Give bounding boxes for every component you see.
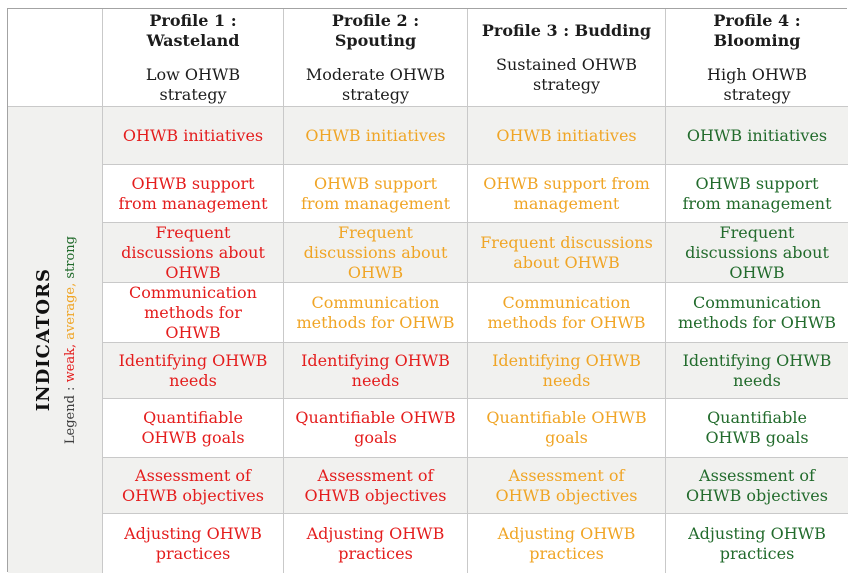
indicator-cell: Assessment of OHWB objectives <box>666 458 848 514</box>
profile-title: Profile 1 : Wasteland <box>146 10 240 50</box>
indicator-cell: Frequent discussions about OHWB <box>284 223 468 283</box>
indicator-cell: Assessment of OHWB objectives <box>103 458 284 514</box>
profile-title: Profile 2 : Spouting <box>331 10 420 50</box>
indicator-cell: Communication methods for OHWB <box>103 283 284 343</box>
profiles-table: INDICATORS Legend : weak, average, stron… <box>7 8 848 573</box>
indicator-cell: Communication methods for OHWB <box>284 283 468 343</box>
profile-title: Profile 4 : Blooming <box>713 10 801 50</box>
indicator-cell: Adjusting OHWB practices <box>284 514 468 573</box>
indicator-cell: Quantifiable OHWB goals <box>666 399 848 458</box>
indicator-cell: Frequent discussions about OHWB <box>666 223 848 283</box>
indicators-title: INDICATORS <box>32 268 54 412</box>
indicator-cell: Frequent discussions about OHWB <box>468 223 666 283</box>
indicator-cell: Identifying OHWB needs <box>103 343 284 399</box>
indicator-cell: Quantifiable OHWB goals <box>284 399 468 458</box>
indicator-cell: Identifying OHWB needs <box>284 343 468 399</box>
indicator-cell: OHWB support from management <box>666 165 848 223</box>
indicator-cell: OHWB support from management <box>103 165 284 223</box>
legend-item-average: average, <box>62 282 78 340</box>
profile-subtitle: High OHWB strategy <box>707 64 807 104</box>
indicators-axis-cell: INDICATORS Legend : weak, average, stron… <box>8 107 103 573</box>
indicator-cell: Assessment of OHWB objectives <box>284 458 468 514</box>
indicator-cell: Quantifiable OHWB goals <box>103 399 284 458</box>
indicator-cell: Identifying OHWB needs <box>468 343 666 399</box>
indicator-cell: Adjusting OHWB practices <box>103 514 284 573</box>
indicator-cell: Identifying OHWB needs <box>666 343 848 399</box>
profile-subtitle: Moderate OHWB strategy <box>305 64 446 104</box>
indicator-cell: OHWB initiatives <box>666 107 848 165</box>
indicator-cell: OHWB support from management <box>284 165 468 223</box>
indicator-cell: OHWB initiatives <box>103 107 284 165</box>
legend-label: Legend : <box>62 386 78 445</box>
indicator-cell: Communication methods for OHWB <box>468 283 666 343</box>
indicator-cell: Assessment of OHWB objectives <box>468 458 666 514</box>
profile-title: Profile 3 : Budding <box>481 20 652 40</box>
legend-item-strong: strong <box>62 235 78 279</box>
indicator-cell: Quantifiable OHWB goals <box>468 399 666 458</box>
legend: Legend : weak, average, strong <box>63 236 78 444</box>
legend-item-weak: weak, <box>62 343 78 383</box>
indicator-cell: Communication methods for OHWB <box>666 283 848 343</box>
corner-cell <box>8 9 103 107</box>
profile-subtitle: Sustained OHWB strategy <box>496 54 637 94</box>
indicator-cell: Frequent discussions about OHWB <box>103 223 284 283</box>
legend-items: weak, average, strong <box>63 236 78 387</box>
indicator-cell: OHWB initiatives <box>468 107 666 165</box>
indicator-cell: Adjusting OHWB practices <box>468 514 666 573</box>
profile-subtitle: Low OHWB strategy <box>145 64 241 104</box>
indicator-cell: OHWB support from management <box>468 165 666 223</box>
indicator-cell: OHWB initiatives <box>284 107 468 165</box>
indicator-cell: Adjusting OHWB practices <box>666 514 848 573</box>
